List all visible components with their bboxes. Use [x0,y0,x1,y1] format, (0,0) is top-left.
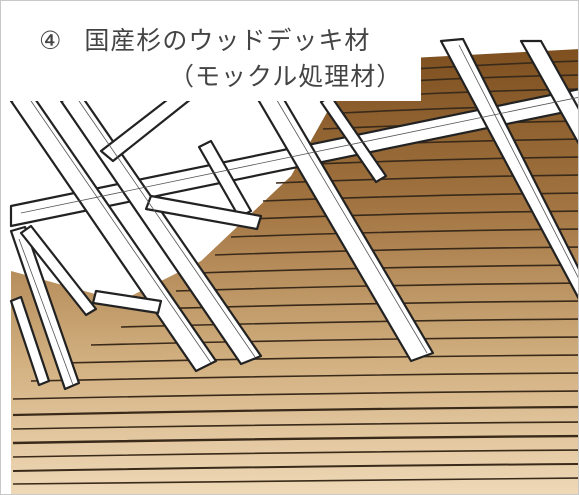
beam-rafter-6 [9,225,81,391]
beam-window-4 [144,194,263,231]
caption-subtitle: （モックル処理材） [169,62,403,91]
beam-rafter-7 [9,295,51,387]
beam-window-3 [19,224,98,317]
caption-title: 国産杉のウッドデッキ材 [84,26,371,55]
beam-frame [9,37,578,391]
beam-rafter-4 [439,37,578,300]
caption-box: ④ 国産杉のウッドデッキ材 （モックル処理材） [1,1,421,101]
beam-shading [18,44,578,386]
beam-rafter-5 [519,39,578,145]
beam-window-1 [99,91,193,163]
caption-title-line: ④ 国産杉のウッドデッキ材 [39,21,370,57]
beam-window-6 [91,289,163,315]
caption-number: ④ [39,26,63,55]
